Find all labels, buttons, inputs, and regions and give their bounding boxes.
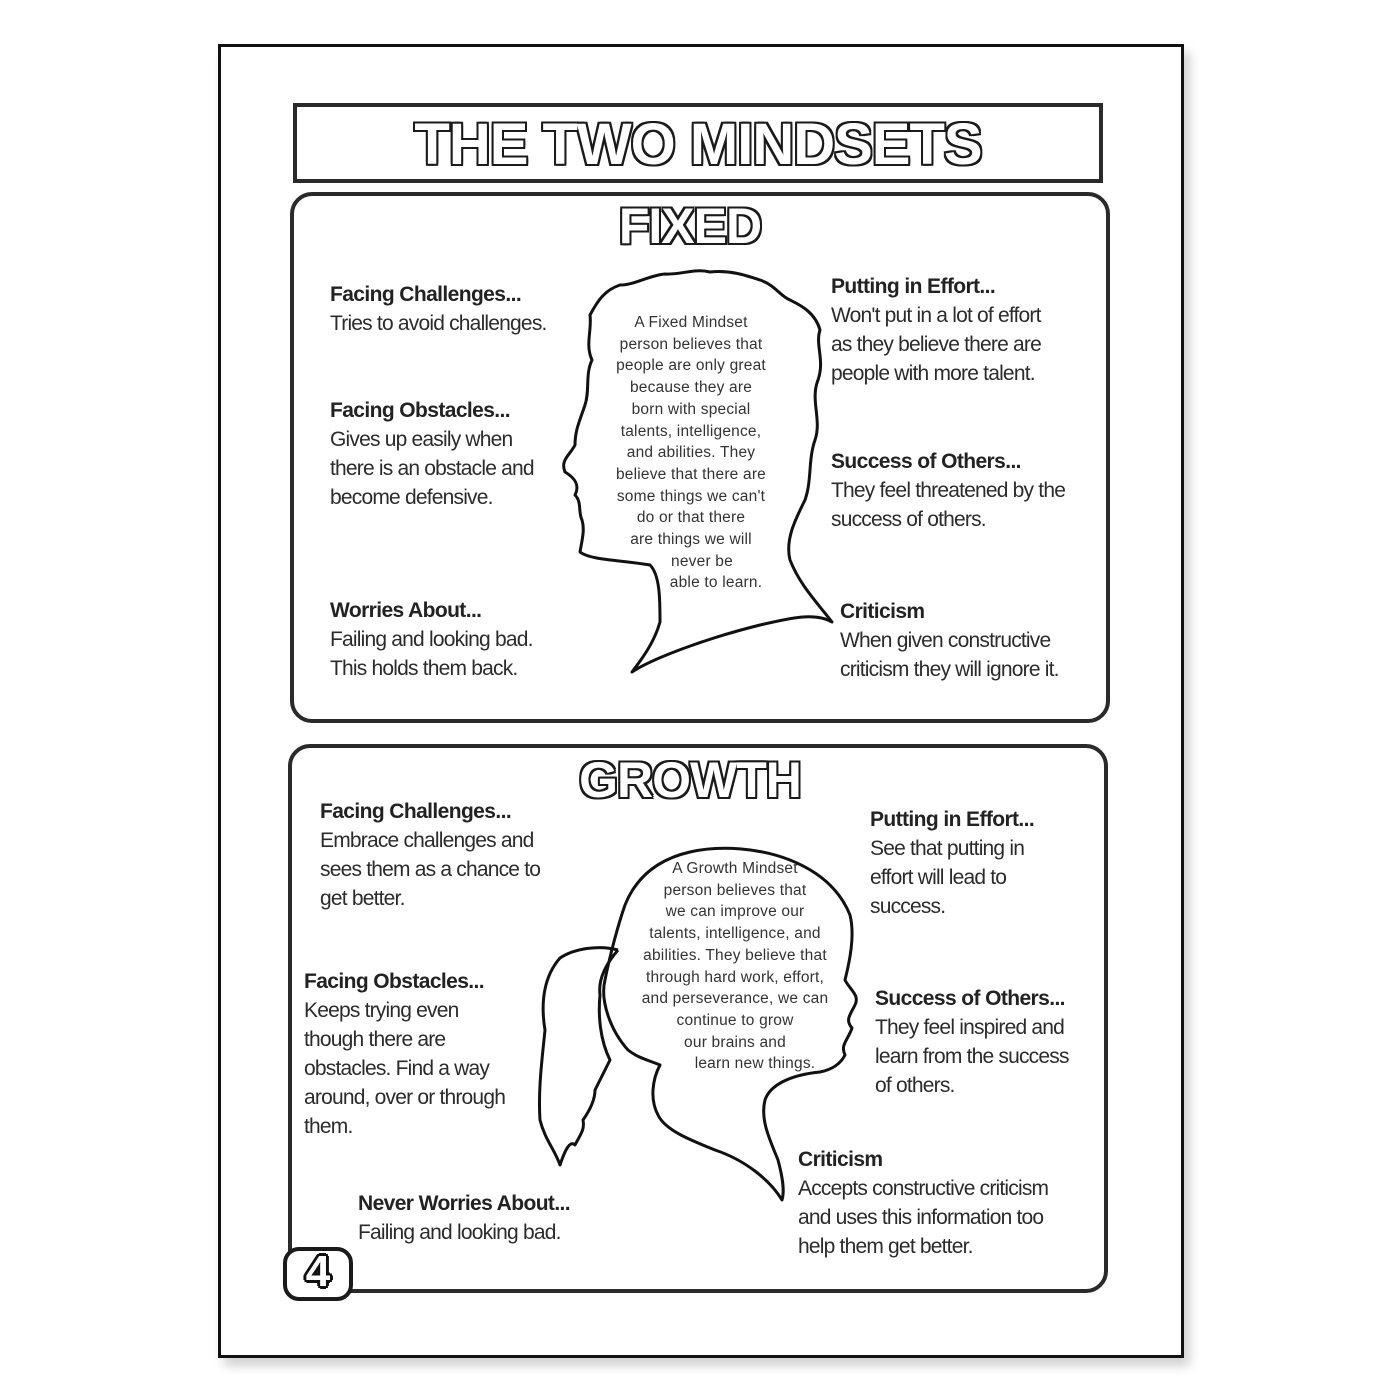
page-number: 4: [305, 1247, 331, 1296]
fixed-facing-obstacles: Facing Obstacles... Gives up easily when…: [330, 399, 535, 509]
fixed-facing-challenges: Facing Challenges... Tries to avoid chal…: [330, 283, 547, 335]
fixed-success-of-others: Success of Others... They feel threatene…: [831, 450, 1066, 531]
fixed-criticism: Criticism When given constructive critic…: [840, 600, 1060, 681]
growth-facing-challenges: Facing Challenges... Embrace challenges …: [320, 800, 541, 910]
growth-success-of-others: Success of Others... They feel inspired …: [875, 987, 1069, 1097]
fixed-putting-in-effort: Putting in Effort... Won't put in a lot …: [831, 275, 1042, 385]
fixed-worries-about: Worries About... Failing and looking bad…: [330, 599, 533, 680]
fixed-heading: FIXED: [618, 198, 762, 254]
fixed-mindset-panel: [290, 192, 1110, 723]
growth-never-worries-about: Never Worries About... Failing and looki…: [358, 1192, 571, 1244]
fixed-center-text: A Fixed Mindset person believes that peo…: [615, 314, 767, 592]
growth-mindset-panel: [288, 744, 1108, 1293]
title-banner: [293, 103, 1103, 183]
growth-criticism: Criticism Accepts constructive criticism…: [798, 1148, 1049, 1258]
growth-putting-in-effort: Putting in Effort... See that putting in…: [870, 808, 1035, 918]
growth-facing-obstacles: Facing Obstacles... Keeps trying even th…: [304, 970, 506, 1138]
worksheet-page: [218, 44, 1184, 1358]
page-number-badge: 4: [283, 1247, 353, 1301]
growth-heading: GROWTH: [579, 752, 802, 808]
growth-center-text: A Growth Mindset person believes that we…: [641, 860, 829, 1073]
page-title: THE TWO MINDSETS: [414, 112, 982, 177]
